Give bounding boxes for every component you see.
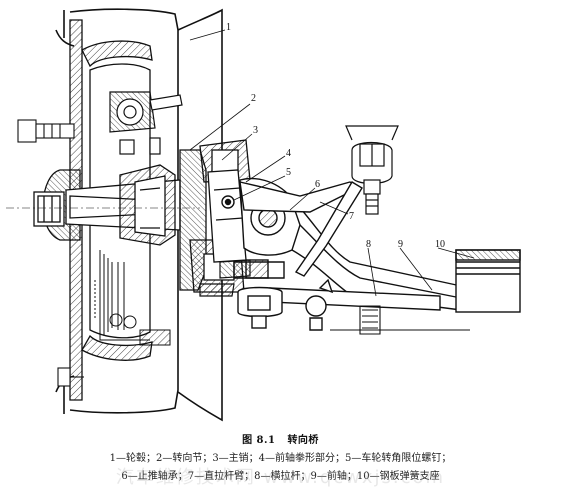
spring-clip	[330, 305, 470, 335]
callout-1: 1	[226, 22, 231, 33]
drag-link-arm	[239, 181, 363, 277]
callout-6: 6	[315, 179, 320, 190]
callout-4: 4	[286, 148, 291, 159]
legend-line-2: 6—止推轴承；7—直拉杆臂；8—横拉杆；9—前轴；10—钢板弹簧支座	[121, 471, 440, 482]
wheel-bolt-bottom	[57, 367, 84, 387]
callout-5: 5	[286, 167, 291, 178]
figure-title: 转向桥	[287, 435, 319, 446]
leader-lines	[189, 29, 475, 297]
kingpin	[207, 169, 247, 263]
callout-9: 9	[398, 239, 403, 250]
callout-3: 3	[253, 125, 258, 136]
leaf-spring-seat	[455, 249, 521, 313]
wheel-bolt-top	[17, 119, 75, 143]
legend-line-1: 1—轮毂；2—转向节；3—主销；4—前轴拳形部分；5—车轮转角限位螺钉；	[109, 453, 452, 464]
figure-number: 图 8.1	[242, 435, 276, 446]
callout-10: 10	[435, 239, 445, 250]
callout-2: 2	[251, 93, 256, 104]
figure-caption: 图 8.1 转向桥	[0, 431, 561, 446]
callout-8: 8	[366, 239, 371, 250]
ball-joint-upper	[345, 125, 399, 215]
spindle	[65, 164, 181, 246]
steering-axle-drawing: 1 2 3 4 5 6 7 8 9 10	[6, 8, 521, 422]
upper-bearing	[109, 91, 183, 155]
watermark: 汽车维修技术网 www.qcwxjs.com	[115, 467, 446, 488]
brake-shoe	[94, 250, 171, 346]
callout-7: 7	[349, 211, 354, 222]
thrust-bearing	[199, 259, 251, 297]
tie-rod	[233, 259, 441, 331]
